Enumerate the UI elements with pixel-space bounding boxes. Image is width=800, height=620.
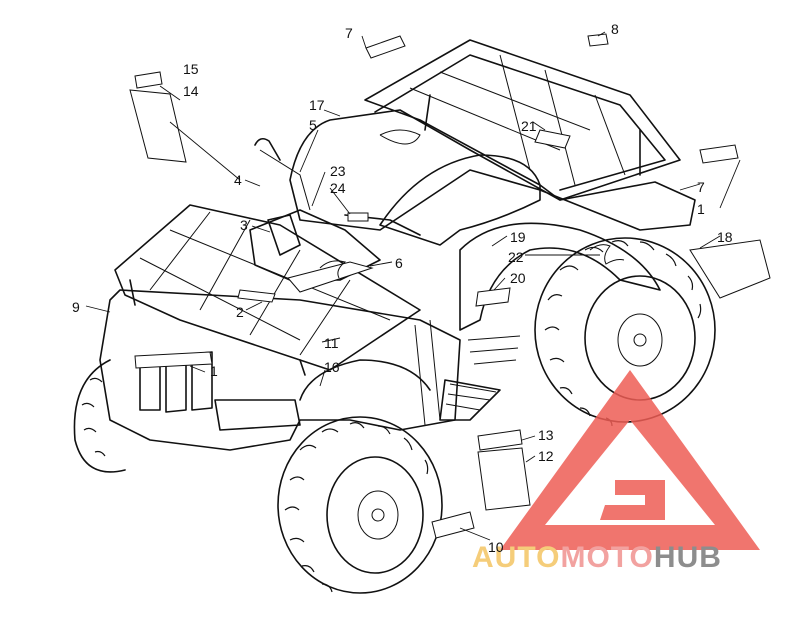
rear-fender <box>289 109 696 365</box>
callout-6: 6 <box>395 255 403 271</box>
callout-1-right: 1 <box>697 201 705 217</box>
callout-4: 4 <box>234 172 242 188</box>
callout-1-front: 1 <box>210 363 218 379</box>
front-rack <box>114 204 421 376</box>
callout-10: 10 <box>488 539 504 555</box>
logo-triangle <box>500 370 760 550</box>
callout-numbers: 1 1 2 3 4 5 6 7 7 8 9 10 11 12 13 14 15 … <box>72 21 733 555</box>
callout-8: 8 <box>611 21 619 37</box>
automotohub-wordmark: AUTOMOTOHUB <box>472 541 722 574</box>
decal-10 <box>431 511 475 539</box>
seat <box>379 154 541 246</box>
automotohub-logo <box>500 370 760 550</box>
watermark-auto: AUTO <box>472 541 560 574</box>
decal-18 <box>689 239 771 299</box>
decal-7-right <box>699 144 739 164</box>
callout-13: 13 <box>538 427 554 443</box>
callout-21: 21 <box>521 118 537 134</box>
decal-14 <box>129 89 187 163</box>
leader-lines <box>85 31 741 541</box>
callout-9: 9 <box>72 299 80 315</box>
callout-20: 20 <box>510 270 526 286</box>
callout-14: 14 <box>183 83 199 99</box>
handlebar-console <box>237 137 421 303</box>
svg-text:AUTOMOTOHUB: AUTOMOTOHUB <box>472 541 722 574</box>
callout-2: 2 <box>236 304 244 320</box>
front-body <box>99 289 501 451</box>
callout-23: 23 <box>330 163 346 179</box>
callout-7-top: 7 <box>345 25 353 41</box>
callout-17: 17 <box>309 97 325 113</box>
callout-24: 24 <box>330 180 346 196</box>
watermark-hub: HUB <box>654 541 722 574</box>
callout-18: 18 <box>717 229 733 245</box>
callout-3: 3 <box>240 217 248 233</box>
decal-15 <box>134 71 163 89</box>
callout-11: 11 <box>324 335 339 351</box>
callout-22: 22 <box>508 249 524 265</box>
callout-16: 16 <box>324 359 340 375</box>
front-wheel <box>277 416 443 594</box>
callout-12: 12 <box>538 448 554 464</box>
decal-7-top <box>365 35 406 59</box>
decal-13 <box>477 429 523 451</box>
rear-rack <box>364 39 681 201</box>
rear-left-wheel <box>73 359 126 473</box>
callout-5: 5 <box>309 117 317 133</box>
callout-15: 15 <box>183 61 199 77</box>
watermark-moto: MOTO <box>560 541 653 574</box>
callout-7-right: 7 <box>697 179 705 195</box>
callout-19: 19 <box>510 229 526 245</box>
loose-decals <box>129 33 771 539</box>
decal-12 <box>477 447 531 511</box>
